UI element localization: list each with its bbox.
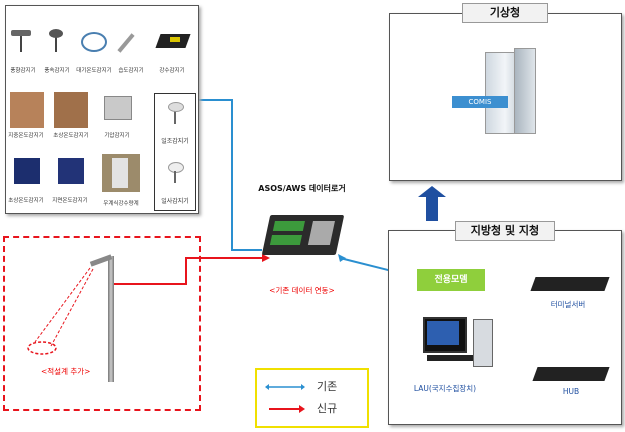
comis-label: COMIS [468, 98, 492, 106]
kma-panel: 기상청 COMIS [389, 3, 622, 181]
sensor-label: 초상온도감지기 [53, 133, 89, 139]
dedicated-modem-label: 전용모뎀 [434, 275, 468, 285]
sensor-label: 우계식강수량계 [103, 201, 139, 207]
terminal-server-image [530, 277, 610, 291]
kma-title: 기상청 [462, 3, 548, 23]
regional-panel: 지방청 및 지청 전용모뎀 터미널서버 HUB LAU(국지수집장치) [388, 221, 622, 425]
dedicated-modem-box [417, 269, 485, 291]
data-logger: ASOS/AWS 데이터로거 <기존 데이터 연동> [252, 183, 352, 298]
sensor-panel: 풍향감지기 풍속감지기 대기온도감지기 습도감지기 강수감지기 지중온도감지기 … [5, 5, 199, 214]
new-snow-sensor-area: <적설계 추가> [3, 236, 201, 411]
sensor-label: 지중온도감지기 [8, 133, 44, 139]
hub-image [532, 367, 610, 381]
sunshine-radiation-group: 일조감지기 일사감지기 [154, 93, 196, 211]
snow-gauge-caption: <적설계 추가> [41, 367, 91, 376]
lau-label: LAU(국지수집장치) [413, 384, 477, 393]
sensor-label: 대기온도감지기 [76, 68, 112, 74]
sensor-label: 지면온도감지기 [52, 198, 88, 204]
sensor-label: 풍향감지기 [10, 68, 36, 74]
regional-title: 지방청 및 지청 [455, 221, 555, 241]
comis-label-bar [452, 96, 508, 108]
pressure-sensor-image [104, 96, 132, 120]
legend-new-label: 신규 [317, 402, 338, 415]
new-link-snow-logger [113, 257, 262, 285]
sensor-label: 기압감지기 [104, 133, 130, 139]
terminal-server-label: 터미널서버 [550, 300, 586, 309]
rain-sensor-image [155, 26, 192, 54]
logger-title: ASOS/AWS 데이터로거 [258, 184, 346, 193]
wind-speed-sensor-image [44, 26, 68, 54]
logger-caption: <기존 데이터 연동> [269, 286, 335, 295]
grass-temp-sensor-image [54, 92, 88, 128]
wind-direction-sensor-image [9, 26, 33, 54]
snow-gauge-pole [108, 256, 114, 382]
sensor-label: 일사감지기 [161, 198, 189, 205]
rain-gauge-image [102, 154, 140, 192]
legend-box: 기존 신규 [255, 368, 369, 428]
sensor-label: 습도감지기 [118, 68, 144, 74]
sunshine-sensor-image [165, 100, 185, 124]
lau-tower-image [473, 319, 493, 367]
sensor-label: 초상온도감지기 [8, 198, 44, 204]
hub-label: HUB [562, 387, 580, 396]
grass-min-temp-sensor-image [14, 158, 40, 184]
sensor-label: 강수감지기 [159, 68, 185, 74]
sensor-label: 일조감지기 [161, 138, 189, 145]
lau-keyboard-image [427, 355, 473, 361]
soil-temp-sensor-image [10, 92, 44, 128]
legend-existing-label: 기존 [317, 380, 338, 393]
legend-new-arrow [269, 405, 305, 413]
radiation-sensor-image [165, 160, 185, 184]
lau-monitor-screen [427, 321, 459, 345]
surface-temp-sensor-image [58, 158, 84, 184]
comis-server-image-2 [514, 48, 536, 134]
legend-existing-arrow [265, 384, 305, 390]
sensor-label: 풍속감지기 [44, 68, 70, 74]
air-temp-sensor-image [78, 26, 108, 54]
existing-link-sensors-logger [197, 99, 262, 251]
snow-gauge-beam [27, 267, 94, 355]
